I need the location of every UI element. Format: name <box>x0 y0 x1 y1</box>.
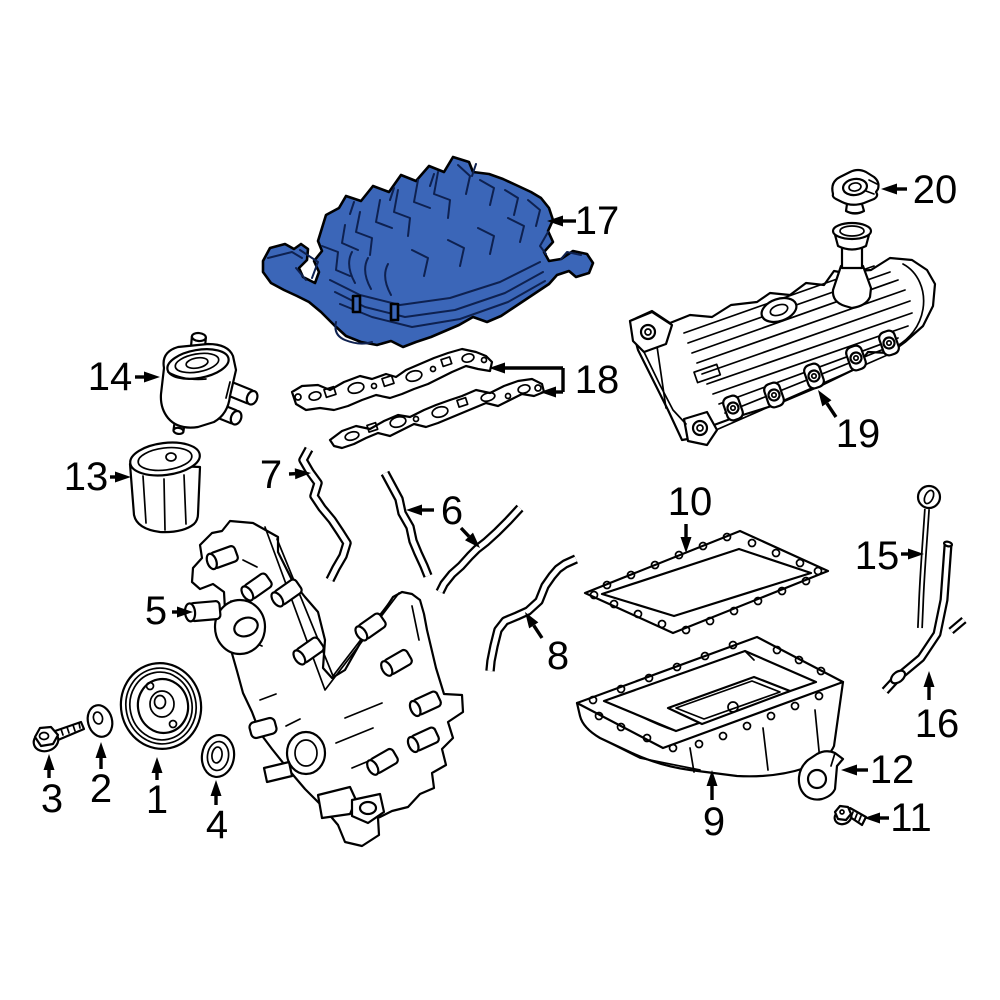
callout-19[interactable]: 19 <box>818 390 880 456</box>
pulley-washer-part[interactable] <box>84 702 115 739</box>
arrowhead-icon <box>151 757 163 773</box>
arrowhead-icon <box>95 742 107 758</box>
part-number-label[interactable]: 7 <box>260 453 282 497</box>
arrowhead-icon <box>864 812 880 824</box>
timing-cover-part[interactable] <box>183 519 465 848</box>
gasket-holes-upper <box>294 352 488 402</box>
part-number-label[interactable]: 13 <box>64 455 109 499</box>
arrowhead-icon <box>144 371 160 383</box>
pan-flange-holes <box>588 640 826 753</box>
part-number-label[interactable]: 3 <box>41 777 63 821</box>
arrowhead-icon <box>43 754 55 770</box>
callout-5[interactable]: 5 <box>145 589 193 633</box>
arrowhead-icon <box>489 362 505 374</box>
arrowhead-icon <box>841 764 857 776</box>
pan-gasket-holes <box>589 532 823 635</box>
part-number-label[interactable]: 15 <box>855 534 900 578</box>
callout-13[interactable]: 13 <box>64 455 131 499</box>
front-crank-seal-part[interactable] <box>199 733 237 779</box>
front-cover-gasket-7[interactable] <box>298 446 352 583</box>
callout-3[interactable]: 3 <box>41 754 63 821</box>
callout-11[interactable]: 11 <box>864 796 932 840</box>
arrowhead-icon <box>706 770 718 786</box>
arrowhead-icon <box>547 215 563 227</box>
oil-dipstick-part[interactable] <box>916 484 942 629</box>
callout-6[interactable]: 6 <box>406 489 480 548</box>
part-number-label[interactable]: 18 <box>575 358 620 402</box>
part-number-label[interactable]: 11 <box>890 796 932 840</box>
callout-9[interactable]: 9 <box>703 770 725 844</box>
valve-cover-left-ear <box>628 310 719 447</box>
crankshaft-pulley-part[interactable] <box>113 656 209 757</box>
front-cover-gaskets-6[interactable] <box>380 470 524 595</box>
part-number-label[interactable]: 10 <box>668 480 713 524</box>
callout-15[interactable]: 15 <box>855 534 924 578</box>
oil-pan-gasket-part[interactable] <box>583 529 830 635</box>
bracket-bolt-part[interactable] <box>833 804 868 827</box>
callout-14[interactable]: 14 <box>88 355 160 399</box>
intake-manifold-part[interactable] <box>261 155 595 349</box>
callout-arrow-line <box>459 526 471 538</box>
support-bracket-part[interactable] <box>797 750 845 801</box>
arrowhead-icon <box>177 606 193 618</box>
oil-cooler-part[interactable] <box>159 331 259 436</box>
callout-8[interactable]: 8 <box>525 612 569 678</box>
part-number-label[interactable]: 14 <box>88 355 133 399</box>
arrowhead-icon <box>818 390 832 407</box>
arrowhead-icon <box>540 386 556 398</box>
gasket-holes-lower <box>344 383 542 442</box>
callout-2[interactable]: 2 <box>90 742 112 811</box>
callout-18[interactable]: 18 <box>489 358 619 402</box>
callout-1[interactable]: 1 <box>146 757 168 822</box>
part-number-label[interactable]: 17 <box>575 199 620 243</box>
arrowhead-icon <box>908 548 924 560</box>
oil-filter-part[interactable] <box>128 439 202 534</box>
part-number-label[interactable]: 4 <box>206 803 228 847</box>
intake-gaskets-part[interactable] <box>290 347 546 450</box>
callout-arrow-line <box>532 624 544 639</box>
oil-pan-part[interactable] <box>575 635 845 778</box>
part-number-label[interactable]: 1 <box>146 778 168 822</box>
arrowhead-icon <box>464 532 480 548</box>
arrowhead-icon <box>115 471 131 483</box>
arrowhead-icon <box>294 468 311 480</box>
arrowhead-icon <box>923 671 935 687</box>
part-number-label[interactable]: 19 <box>836 412 881 456</box>
callout-20[interactable]: 20 <box>881 168 957 212</box>
callout-7[interactable]: 7 <box>260 453 311 497</box>
part-number-label[interactable]: 16 <box>915 702 960 746</box>
oil-filler-cap-part[interactable] <box>831 168 880 215</box>
arrowhead-icon <box>210 780 222 796</box>
callout-17[interactable]: 17 <box>547 199 619 243</box>
front-cover-gasket-8[interactable] <box>485 554 578 672</box>
part-number-label[interactable]: 20 <box>913 168 958 212</box>
crank-seal-bore <box>285 730 327 776</box>
arrowhead-icon <box>406 504 422 516</box>
oil-filler-neck <box>831 221 873 310</box>
callout-10[interactable]: 10 <box>668 480 713 553</box>
arrowhead-icon <box>680 537 692 553</box>
crankshaft-bolt-part[interactable] <box>31 720 86 754</box>
part-number-label[interactable]: 9 <box>703 800 725 844</box>
part-number-label[interactable]: 12 <box>870 748 915 792</box>
part-number-label[interactable]: 2 <box>90 767 112 811</box>
callout-12[interactable]: 12 <box>841 748 914 792</box>
part-number-label[interactable]: 6 <box>441 489 463 533</box>
valve-cover-oil-port <box>693 296 798 384</box>
arrowhead-icon <box>525 612 539 629</box>
dipstick-tube-part[interactable] <box>881 540 967 695</box>
valve-cover-part[interactable] <box>628 221 937 447</box>
callout-arrow-line <box>825 402 838 418</box>
valve-cover-bolt-tabs <box>722 329 900 422</box>
part-number-label[interactable]: 5 <box>145 589 167 633</box>
arrowhead-icon <box>881 183 897 195</box>
part-number-label[interactable]: 8 <box>547 634 569 678</box>
callout-4[interactable]: 4 <box>206 780 228 847</box>
callout-16[interactable]: 16 <box>915 671 960 746</box>
